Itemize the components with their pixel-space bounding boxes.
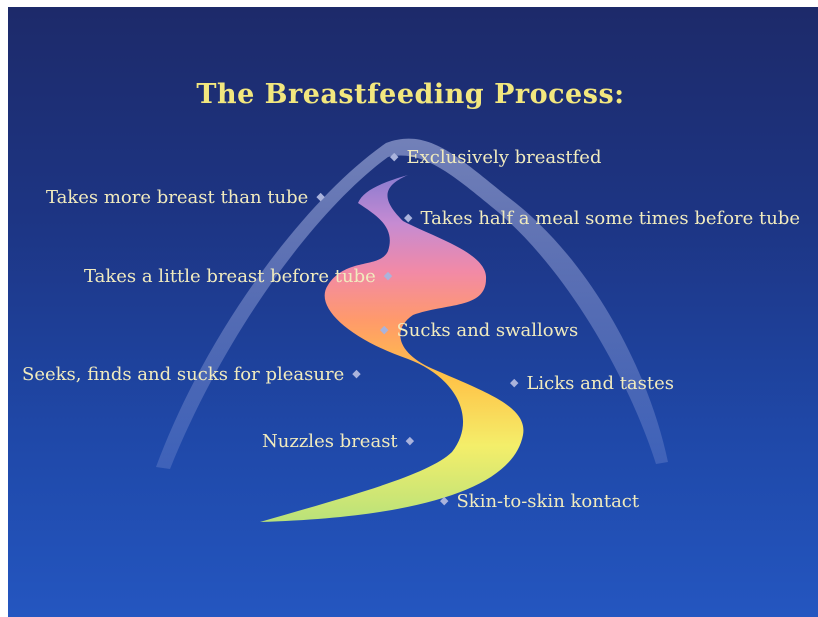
stage-label: ◆ Sucks and swallows xyxy=(380,320,578,342)
stage-text: Seeks, finds and sucks for pleasure xyxy=(22,364,345,385)
stage-label: ◆ Licks and tastes xyxy=(510,373,674,395)
diamond-bullet-icon: ◆ xyxy=(316,190,325,203)
winding-road-shape xyxy=(260,175,524,522)
diamond-bullet-icon: ◆ xyxy=(440,494,449,507)
diamond-bullet-icon: ◆ xyxy=(352,367,361,380)
slide-title: The Breastfeeding Process: xyxy=(196,79,625,110)
stage-label: Nuzzles breast ◆ xyxy=(262,431,414,453)
stage-label: ◆ Exclusively breastfed xyxy=(390,147,601,169)
diamond-bullet-icon: ◆ xyxy=(404,211,413,224)
stage-label: Seeks, finds and sucks for pleasure ◆ xyxy=(22,364,361,386)
stage-text: Takes a little breast before tube xyxy=(84,266,376,287)
diamond-bullet-icon: ◆ xyxy=(510,376,519,389)
stage-label: ◆ Takes half a meal some times before tub… xyxy=(404,208,800,230)
stage-label: ◆ Skin-to-skin kontact xyxy=(440,491,639,513)
diamond-bullet-icon: ◆ xyxy=(383,269,393,282)
stage-text: Exclusively breastfed xyxy=(406,147,602,168)
diamond-bullet-icon: ◆ xyxy=(390,150,399,163)
stage-text: Sucks and swallows xyxy=(396,320,579,341)
diamond-bullet-icon: ◆ xyxy=(380,323,389,336)
stage-text: Skin-to-skin kontact xyxy=(456,491,640,512)
stage-text: Takes more breast than tube xyxy=(46,187,309,208)
stage-text: Takes half a meal some times before tube xyxy=(420,208,801,229)
stage-label: Takes a little breast before tube ◆ xyxy=(84,266,392,288)
stage-text: Nuzzles breast xyxy=(262,431,398,452)
slide: The Breastfeeding Process: ◆ Skin-to-skin… xyxy=(8,7,818,617)
stage-label: Takes more breast than tube ◆ xyxy=(46,187,325,209)
stage-text: Licks and tastes xyxy=(526,373,675,394)
diamond-bullet-icon: ◆ xyxy=(405,434,415,447)
